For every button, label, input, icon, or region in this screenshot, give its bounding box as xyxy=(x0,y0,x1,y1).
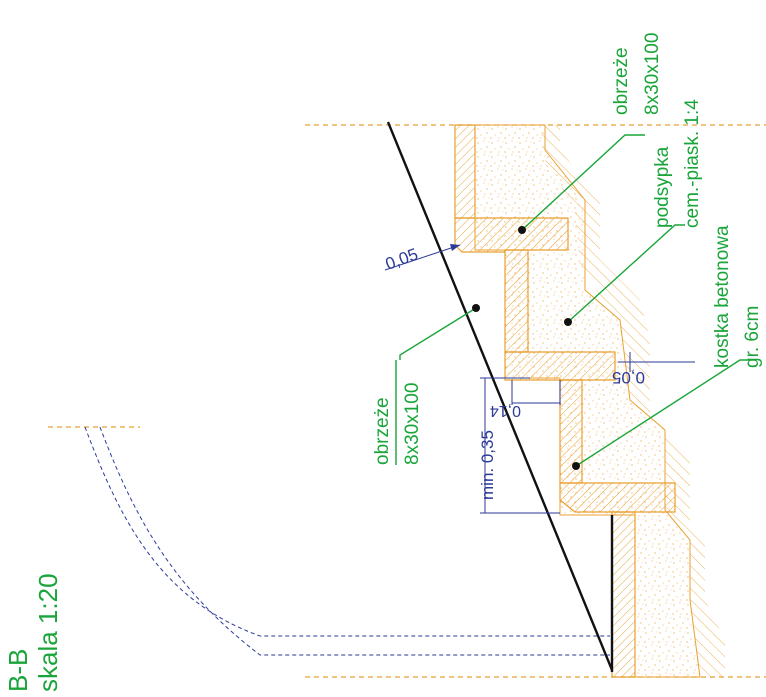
dim-label-min-0-35: min. 0,35 xyxy=(478,430,497,500)
curb-middle-horizontal xyxy=(504,351,616,381)
label-obrzeze-top-2: 8x30x100 xyxy=(642,33,663,115)
label-kostka-1: kostka betonowa xyxy=(712,225,733,368)
soil-hatch xyxy=(540,125,725,677)
curb-lower-vertical xyxy=(611,511,636,678)
leader-kostka xyxy=(572,359,755,470)
dim-label-0-05-right: 0,05 xyxy=(612,368,645,387)
leader-obrzeze-top xyxy=(518,134,645,234)
section-scale: skala 1:20 xyxy=(33,573,63,692)
curb-top-vertical xyxy=(454,124,476,219)
section-title: B-B xyxy=(3,649,33,692)
label-obrzeze-top-1: obrzeże xyxy=(611,47,632,115)
blue-curve-2 xyxy=(99,426,610,656)
label-kostka-2: gr. 6cm xyxy=(742,306,763,368)
dim-label-0-14: 0,14 xyxy=(490,402,521,419)
label-podsypka-1: podsypka xyxy=(652,146,673,228)
dimension-min-0-35: min. 0,35 xyxy=(478,377,560,514)
label-podsypka-2: cem.-piask. 1:4 xyxy=(682,99,703,228)
leader-podsypka xyxy=(564,224,685,326)
dim-label-0-05-left: 0,05 xyxy=(383,245,421,274)
curb-top-lower-vertical xyxy=(504,249,529,353)
curb-top-horizontal xyxy=(454,217,569,253)
dimension-0-05-right: 0,05 xyxy=(612,352,695,387)
blue-curve-1 xyxy=(84,426,610,637)
label-obrzeze-left-1: obrzeże xyxy=(372,397,393,465)
dimension-0-14: 0,14 xyxy=(490,380,561,419)
curb-lower-horizontal xyxy=(559,482,676,513)
leader-obrzeze-left xyxy=(399,304,480,360)
slope-line xyxy=(386,121,614,671)
label-obrzeze-left-2: 8x30x100 xyxy=(402,383,423,465)
